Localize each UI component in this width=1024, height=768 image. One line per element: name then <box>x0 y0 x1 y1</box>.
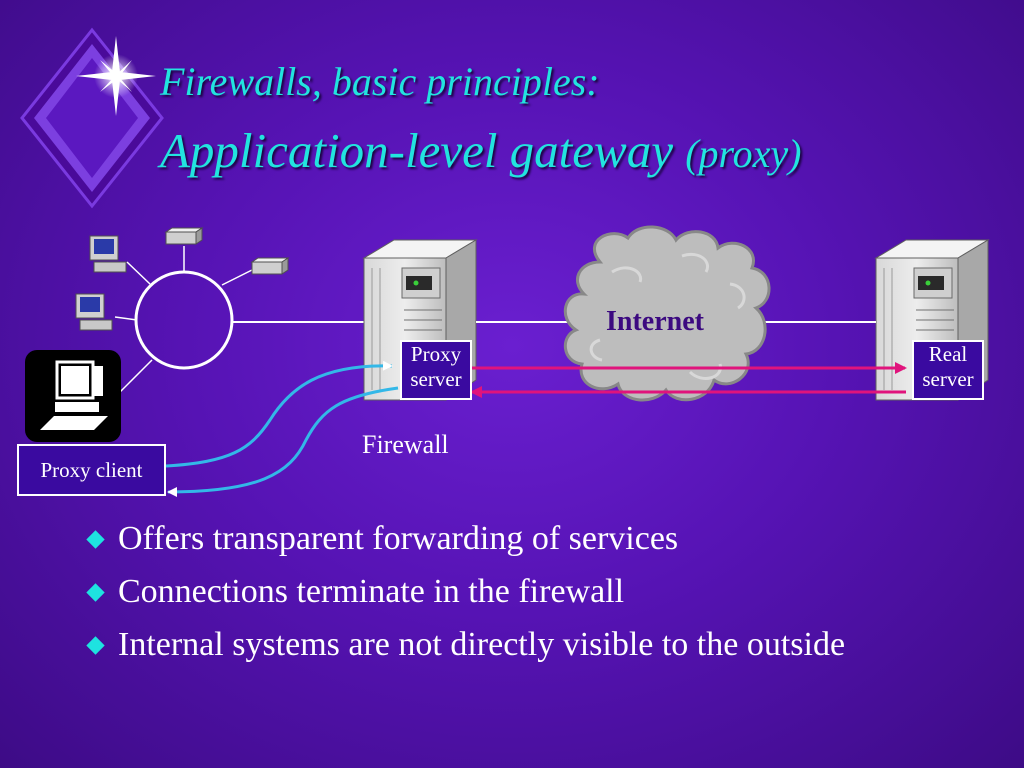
slide-title-line-1: Firewalls, basic principles: <box>160 59 600 104</box>
proxy-client-label: Proxy client <box>17 444 166 496</box>
bullet-item: Offers transparent forwarding of service… <box>84 520 984 558</box>
firewall-label: Firewall <box>362 430 449 459</box>
real-server-label: Real server <box>912 340 984 400</box>
real-server-label-line1: Real <box>928 342 968 366</box>
proxy-server-label-line2: server <box>410 367 462 391</box>
proxy-server-label-line1: Proxy <box>410 342 462 366</box>
diamond-bullet-icon <box>86 583 105 602</box>
network-device-icon <box>250 257 290 275</box>
slide-title-paren: (proxy) <box>685 131 802 176</box>
bullet-text: Internal systems are not directly visibl… <box>118 626 846 663</box>
slide-title-line-2: Application-level gateway (proxy) <box>160 122 801 179</box>
bullet-list: Offers transparent forwarding of service… <box>84 520 984 679</box>
client-request-arrow <box>165 360 393 468</box>
bullet-item: Internal systems are not directly visibl… <box>84 626 984 664</box>
workstation-icon <box>75 293 113 331</box>
workstation-icon <box>89 235 127 273</box>
bullet-item: Connections terminate in the firewall <box>84 573 984 611</box>
slide-title-main: Application-level gateway <box>160 123 686 178</box>
sparkle-star-icon <box>76 36 156 116</box>
decorative-diamond-logo <box>20 27 164 209</box>
real-server-label-line2: server <box>922 367 974 391</box>
proxy-server-label: Proxy server <box>400 340 472 400</box>
bullet-text: Offers transparent forwarding of service… <box>118 520 679 557</box>
network-device-icon <box>164 227 204 245</box>
client-response-arrow <box>167 386 399 497</box>
internet-label: Internet <box>606 306 704 337</box>
bullet-text: Connections terminate in the firewall <box>118 573 625 610</box>
proxy-client-computer-icon <box>25 350 121 442</box>
internet-cloud-icon <box>563 225 771 402</box>
diamond-bullet-icon <box>86 530 105 549</box>
network-ring <box>134 270 234 370</box>
diamond-bullet-icon <box>86 636 105 655</box>
